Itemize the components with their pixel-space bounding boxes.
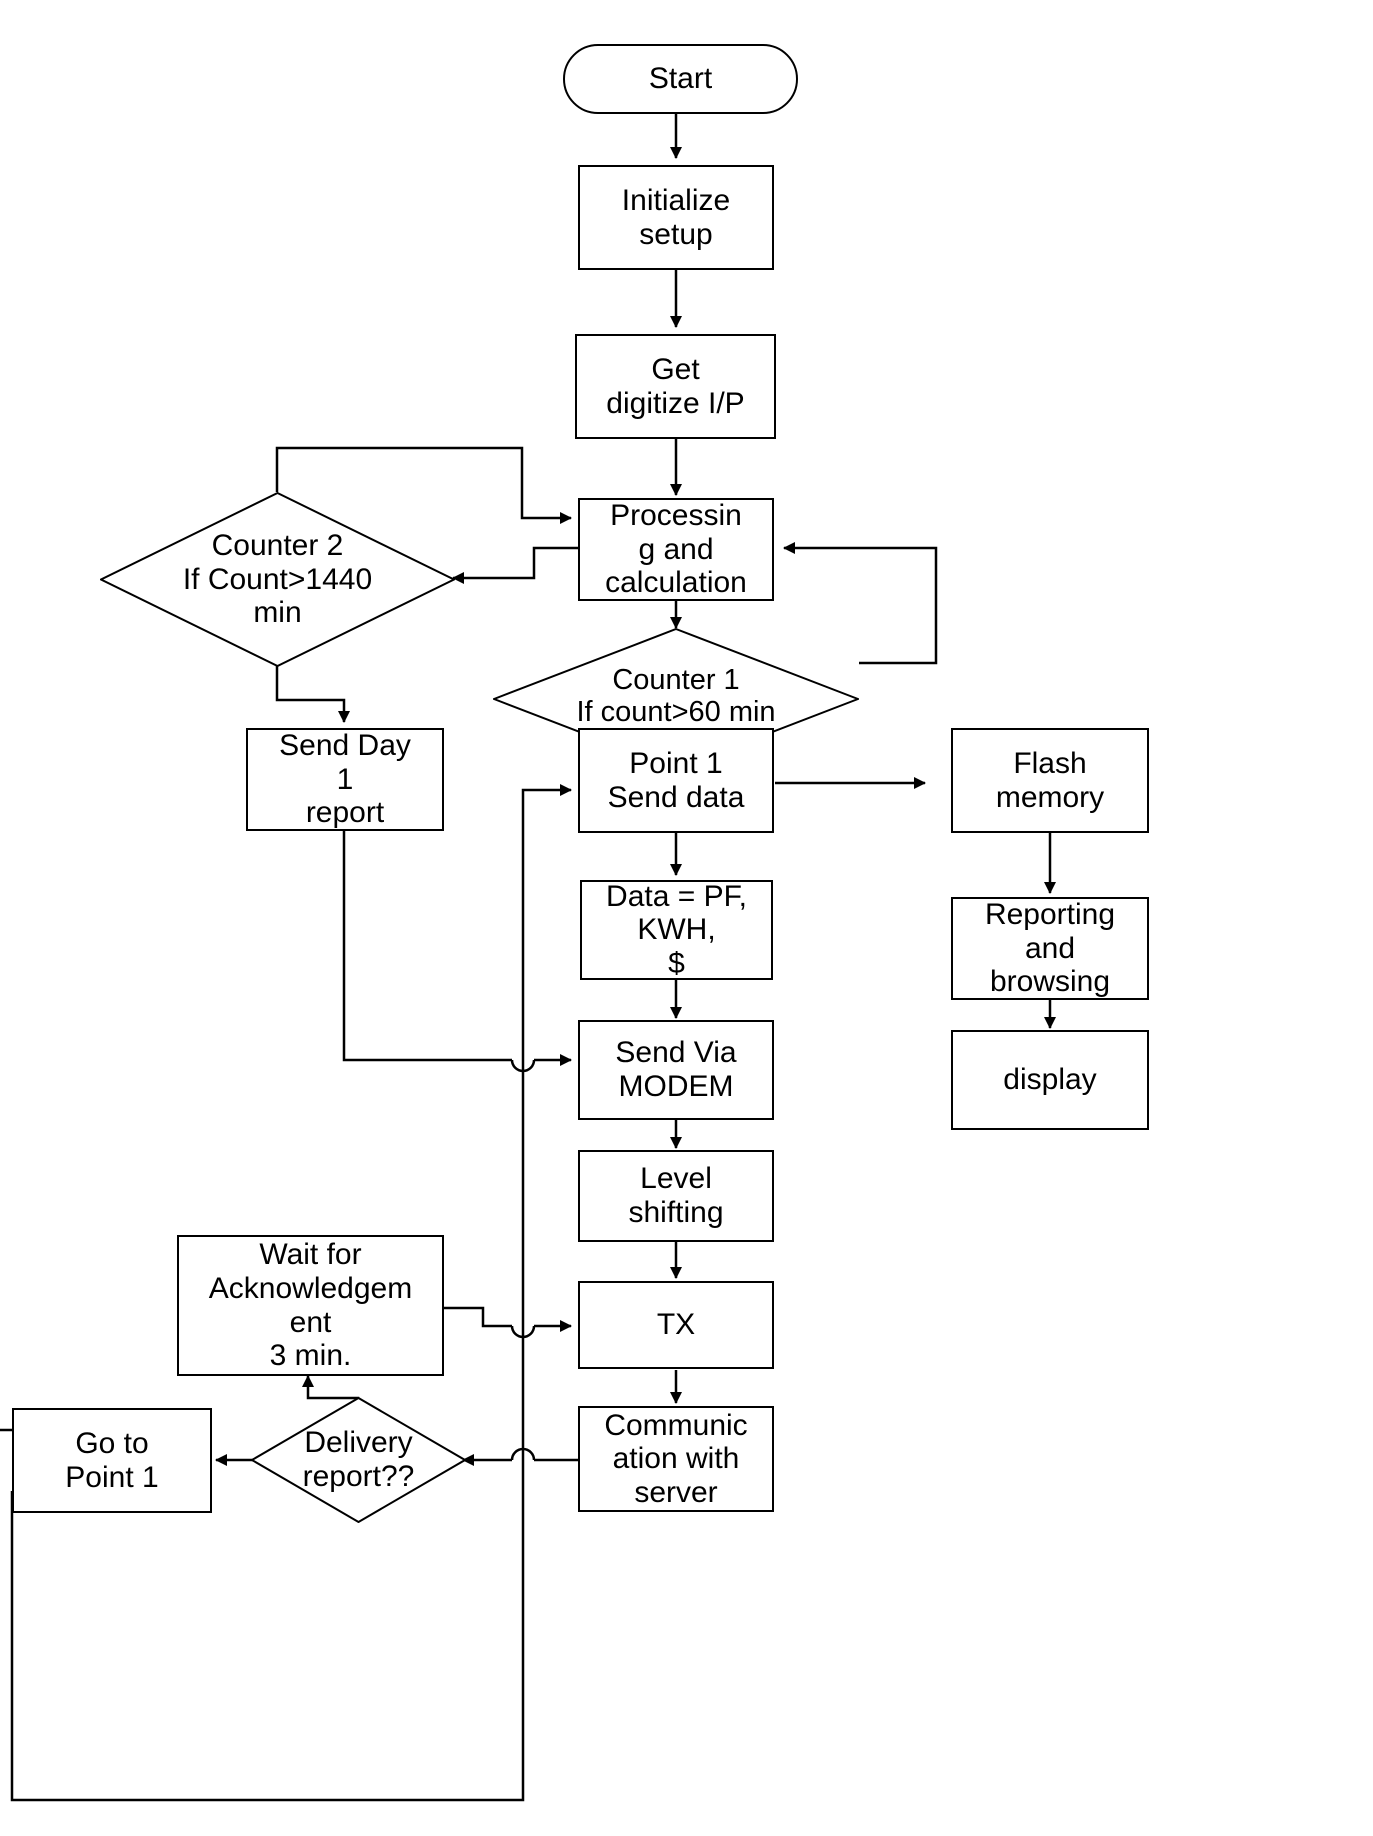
edge-jump-bridge-1	[510, 1059, 536, 1073]
node-initialize-setup-label: Initialize setup	[621, 183, 731, 251]
node-delivery-report-label: Delivery report??	[302, 1426, 415, 1493]
node-counter1-label: Counter 1 If count>60 min	[576, 663, 776, 728]
node-reporting-browsing-label: Reporting and browsing	[984, 898, 1116, 999]
node-level-shifting-label: Level shifting	[628, 1162, 724, 1229]
node-tx-label: TX	[656, 1308, 696, 1342]
node-start-label: Start	[648, 62, 713, 96]
node-processing[interactable]: Processin g and calculation	[578, 498, 774, 601]
node-wait-for-acknowledgement[interactable]: Wait for Acknowledgem ent 3 min.	[177, 1235, 444, 1376]
node-data-pf[interactable]: Data = PF, KWH, $	[580, 880, 773, 980]
edge-counter2-to-sendday1	[275, 665, 350, 723]
node-get-digitize[interactable]: Get digitize I/P	[575, 334, 776, 439]
node-level-shifting[interactable]: Level shifting	[578, 1150, 774, 1242]
node-start[interactable]: Start	[563, 44, 798, 114]
node-display[interactable]: display	[951, 1030, 1149, 1130]
node-wait-for-acknowledgement-label: Wait for Acknowledgem ent 3 min.	[208, 1238, 413, 1373]
node-counter2[interactable]: Counter 2 If Count>1440 min	[100, 492, 455, 667]
node-processing-label: Processin g and calculation	[605, 499, 747, 600]
node-point1-send-data[interactable]: Point 1 Send data	[578, 728, 774, 833]
node-delivery-report[interactable]: Delivery report??	[251, 1397, 466, 1523]
node-initialize-setup[interactable]: Initialize setup	[578, 165, 774, 270]
node-get-digitize-label: Get digitize I/P	[606, 352, 745, 420]
node-counter2-label: Counter 2 If Count>1440 min	[182, 529, 373, 630]
node-send-via-modem-label: Send Via MODEM	[615, 1036, 737, 1103]
edge-jump-bridge-2	[510, 1325, 536, 1339]
node-communication-with-server[interactable]: Communic ation with server	[578, 1406, 774, 1512]
node-data-pf-label: Data = PF, KWH, $	[606, 879, 747, 980]
node-send-day1-report[interactable]: Send Day 1 report	[246, 728, 444, 831]
node-send-via-modem[interactable]: Send Via MODEM	[578, 1020, 774, 1120]
edge-processing-to-counter2	[452, 546, 578, 584]
node-point1-send-data-label: Point 1 Send data	[607, 746, 745, 814]
edge-sendday1-to-sendmodem-part1	[342, 831, 512, 1062]
edge-jump-bridge-3	[510, 1447, 536, 1461]
node-flash-memory-label: Flash memory	[995, 746, 1105, 814]
node-go-to-point1[interactable]: Go to Point 1	[12, 1408, 212, 1513]
node-display-label: display	[1003, 1063, 1097, 1097]
node-go-to-point1-label: Go to Point 1	[65, 1426, 159, 1494]
node-flash-memory[interactable]: Flash memory	[951, 728, 1149, 833]
node-reporting-browsing[interactable]: Reporting and browsing	[951, 897, 1149, 1000]
edge-waitack-to-tx-part1	[444, 1306, 512, 1328]
node-communication-with-server-label: Communic ation with server	[604, 1408, 748, 1509]
node-send-day1-report-label: Send Day 1 report	[279, 729, 411, 830]
node-tx[interactable]: TX	[578, 1281, 774, 1369]
